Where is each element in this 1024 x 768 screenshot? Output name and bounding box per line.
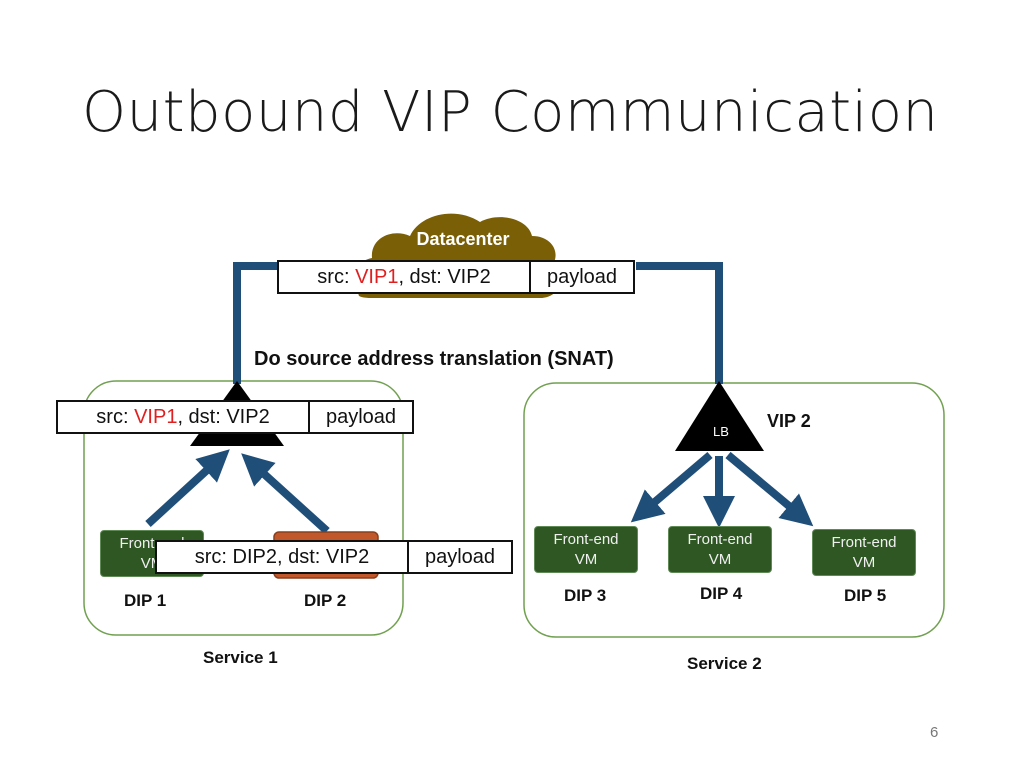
service2-label: Service 2: [687, 654, 762, 673]
left-packet: src: VIP1, dst: VIP2 payload: [56, 400, 414, 434]
page-number: 6: [930, 724, 939, 741]
service1-label: Service 1: [203, 648, 278, 667]
packet-payload: payload: [424, 545, 496, 568]
src-vip: VIP1: [134, 405, 178, 428]
slide-title: Outbound VIP Communication: [82, 80, 939, 145]
src-vip: VIP1: [355, 265, 399, 288]
dst-label: , dst: VIP2: [177, 405, 270, 428]
vm-line1: Front-end: [687, 531, 753, 548]
right-uplink-wire: [636, 262, 723, 384]
arrow-lb-to-dip3: [630, 451, 713, 523]
src-label: src:: [317, 265, 350, 288]
left-uplink-wire: [233, 262, 280, 384]
top-packet: src: VIP1, dst: VIP2 payload: [277, 260, 635, 294]
dip4-label: DIP 4: [700, 584, 743, 603]
vm-line1: Front-end: [553, 531, 619, 548]
lb-right-triangle: [675, 381, 764, 451]
datacenter-label: Datacenter: [416, 229, 510, 249]
dip1-label: DIP 1: [124, 591, 167, 610]
service2-box: [523, 382, 945, 638]
packet-header: src: DIP2, dst: VIP2: [157, 542, 409, 572]
dip5-label: DIP 5: [844, 586, 887, 605]
dip3-label: DIP 3: [564, 586, 607, 605]
vm-dip3: Front-end VM: [534, 526, 638, 573]
lb-label: LB: [713, 424, 729, 439]
vm-line2: VM: [574, 551, 598, 568]
vm-line1: Front-end: [831, 534, 897, 551]
vm-dip5: Front-end VM: [812, 529, 916, 576]
arrow-dip1-to-lb: [145, 449, 230, 527]
packet-payload: payload: [546, 265, 618, 288]
arrow-dip2-to-lb: [241, 453, 330, 534]
src-label: src:: [96, 405, 129, 428]
snat-label: Do source address translation (SNAT): [254, 348, 614, 370]
vip2-label: VIP 2: [767, 411, 811, 431]
service1-box: [83, 380, 404, 636]
vm-line2: VM: [852, 554, 876, 571]
vm-dip4: Front-end VM: [668, 526, 772, 573]
arrow-lb-to-dip5: [725, 451, 814, 527]
packet-header: src: VIP1, dst: VIP2: [279, 262, 531, 292]
packet-payload: payload: [325, 405, 397, 428]
dst-label: , dst: VIP2: [398, 265, 491, 288]
packet-header: src: VIP1, dst: VIP2: [58, 402, 310, 432]
inner-packet: src: DIP2, dst: VIP2 payload: [155, 540, 513, 574]
dip2-label: DIP 2: [304, 591, 347, 610]
vm-line2: VM: [708, 551, 732, 568]
